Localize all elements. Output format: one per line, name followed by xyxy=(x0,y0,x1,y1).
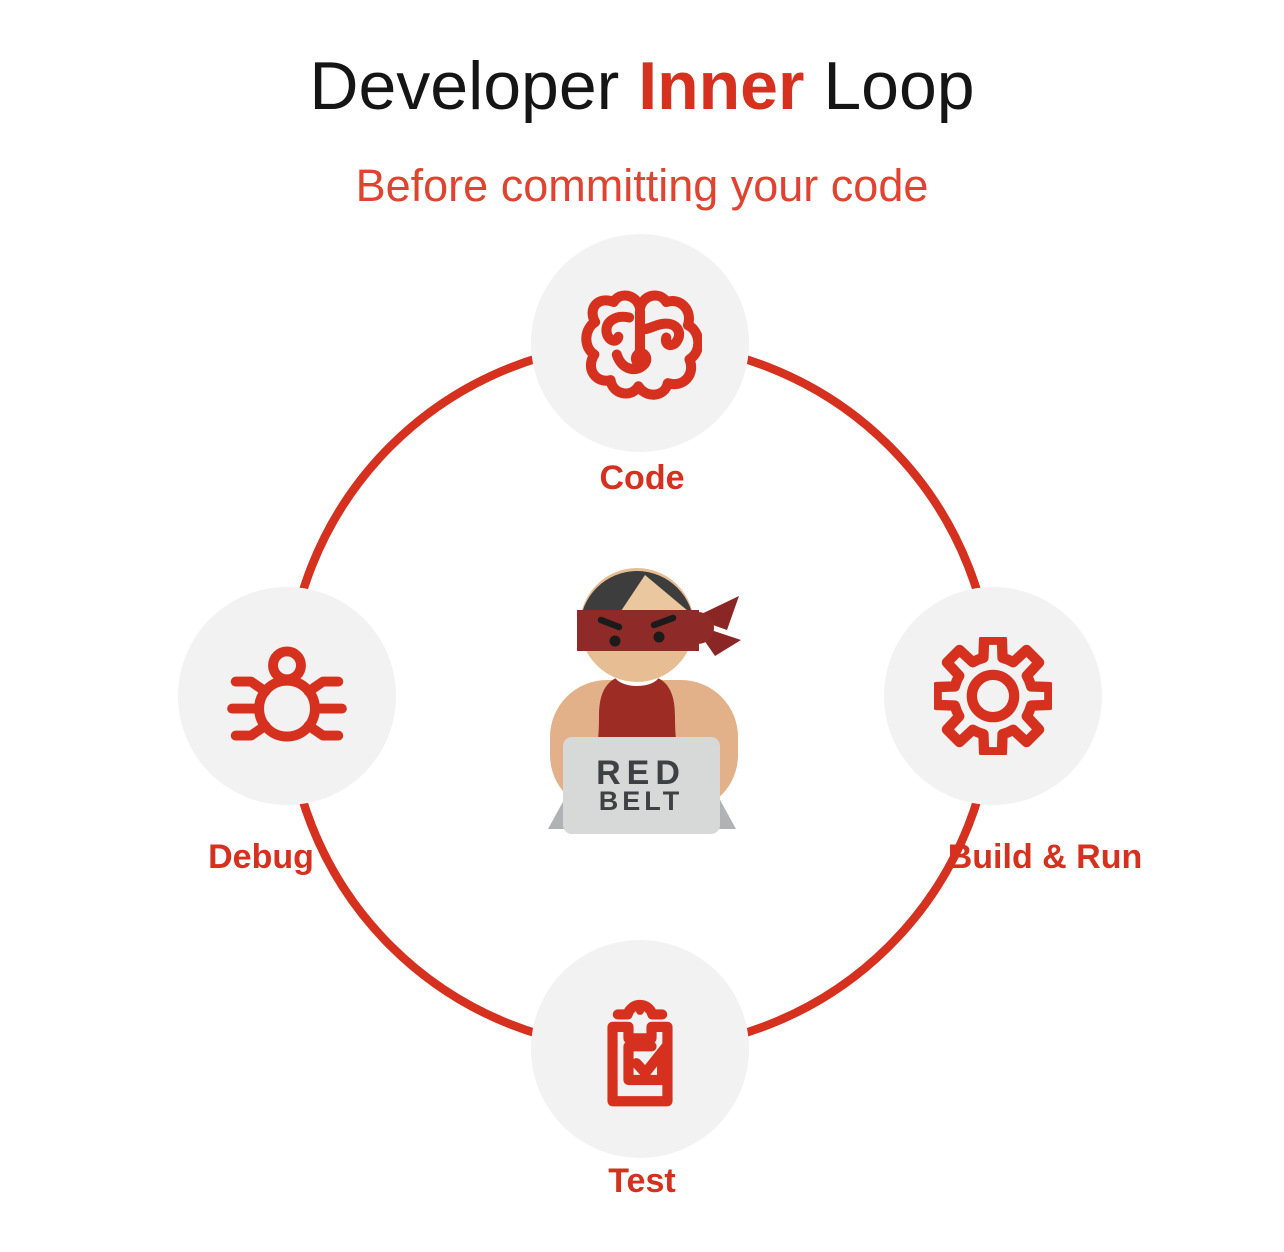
laptop-text-line1: RED xyxy=(596,754,686,792)
node-label-test: Test xyxy=(608,1162,676,1200)
right-eyebrow xyxy=(650,614,677,629)
forehead-shape xyxy=(621,575,688,611)
title-part2: Loop xyxy=(804,48,975,124)
laptop-text-line2: BELT xyxy=(599,786,684,816)
red-belt-developer-figure: RED BELT xyxy=(548,568,741,834)
node-test xyxy=(531,940,749,1158)
gear-icon xyxy=(934,637,1052,755)
title-part1: Developer xyxy=(309,48,639,124)
left-eye xyxy=(609,635,621,647)
subtitle: Before committing your code xyxy=(355,160,929,211)
right-eye xyxy=(653,631,665,643)
node-label-debug: Debug xyxy=(208,838,314,876)
clipboard-check-icon xyxy=(607,999,673,1107)
page-title: Developer Inner Loop xyxy=(0,52,1284,120)
node-code xyxy=(531,234,749,452)
brain-icon xyxy=(581,290,702,400)
title-highlight: Inner xyxy=(638,48,805,124)
node-build-run xyxy=(884,587,1102,805)
node-debug xyxy=(178,587,396,805)
bandana-band xyxy=(577,610,699,651)
bug-icon xyxy=(227,646,347,742)
node-label-code: Code xyxy=(599,459,685,497)
laptop-lid xyxy=(563,737,720,834)
node-label-build-run: Build & Run xyxy=(947,838,1143,876)
left-eyebrow xyxy=(597,616,623,631)
